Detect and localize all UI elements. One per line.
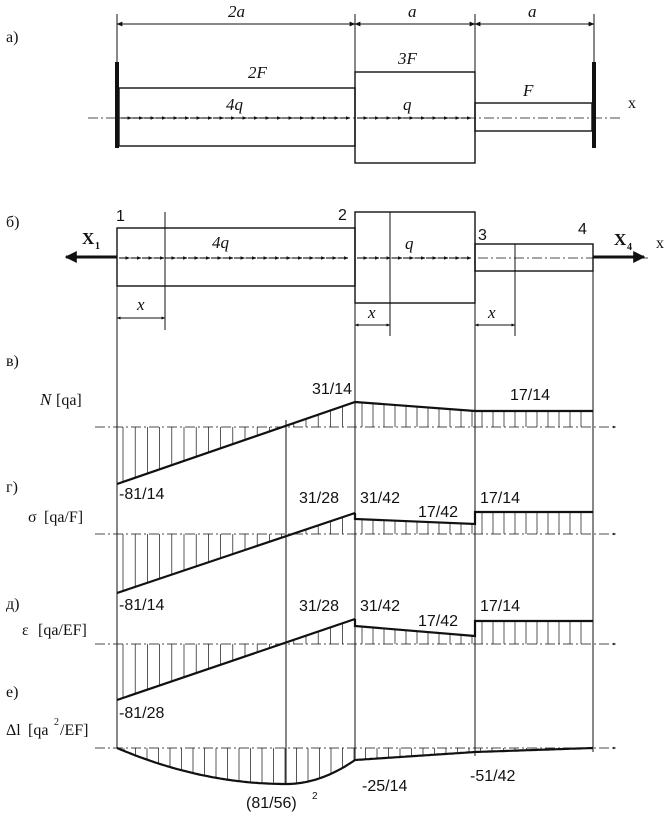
diagram-dl-value-node2: -25/14 [362, 778, 407, 795]
diagram-delta-l: е) Δl [qa 2 /EF] (81/56) 2 -25/14 -51/42 [6, 684, 617, 812]
node-4-label: 4 [578, 221, 587, 238]
part-e-label: е) [6, 684, 18, 701]
diagram-epsilon-value-s2-end: 17/42 [418, 613, 458, 630]
diagram-dl-unit-pre: [qa [28, 722, 48, 739]
area-label-3F: 3F [397, 49, 418, 68]
reaction-x1-label: X [82, 229, 95, 248]
diagram-N-value-peak: 31/14 [312, 381, 352, 398]
diagram-sigma-name: σ [28, 509, 37, 526]
node-2-label: 2 [338, 207, 347, 224]
dim-label-2a: 2a [228, 2, 245, 21]
diagram-sigma-value-s2-start: 31/42 [360, 490, 400, 507]
diagram-epsilon-unit: [qa/EF] [38, 622, 87, 639]
segment-F [474, 102, 593, 132]
diagram-epsilon: д) ε [qa/EF] -81/28 31/28 31/42 17/42 17… [6, 596, 617, 722]
part-b-label: б) [6, 214, 19, 231]
dim-label-a1: a [408, 2, 417, 21]
diagram-sigma: г) σ [qa/F] -81/14 31/28 31/42 17/42 17/… [6, 479, 617, 614]
reaction-x1-sub: 1 [95, 241, 100, 252]
diagram-dl-name: Δl [6, 722, 21, 739]
diagram-epsilon-seg23 [353, 619, 593, 638]
diagram-N-hatch [122, 402, 582, 482]
diagram-N-name: N [39, 390, 53, 409]
node-3-label: 3 [478, 227, 487, 244]
local-x-label-2: x [367, 303, 376, 322]
diagram-dl-value-min: (81/56) [246, 795, 297, 812]
part-a-label: а) [6, 29, 18, 46]
part-b-free-body: б) 1 2 3 4 x X 1 X 4 4q q x x x [6, 207, 664, 336]
node-1-label: 1 [116, 208, 125, 225]
diagram-dl-unit-sup: 2 [54, 717, 59, 728]
reference-lines [116, 271, 594, 784]
diagram-N-value-start: -81/14 [119, 486, 164, 503]
part-g-label: г) [6, 479, 18, 496]
reaction-x4-label: X [614, 230, 627, 249]
diagram-epsilon-name: ε [22, 622, 29, 639]
diagram-N-value-end: 17/14 [510, 387, 550, 404]
diagram-epsilon-value-s2-start: 31/42 [360, 598, 400, 615]
fb-segment-3 [474, 243, 594, 272]
diagram-N-unit: [qa] [56, 392, 82, 409]
diagram-sigma-value-s1-end: 31/28 [299, 490, 339, 507]
diagram-sigma-value-start: -81/14 [119, 597, 164, 614]
diagram-epsilon-hatch [122, 621, 582, 698]
part-d-label: д) [6, 596, 19, 613]
area-label-F: F [522, 81, 534, 100]
diagram-epsilon-value-s3: 17/14 [480, 598, 520, 615]
part-v-label: в) [6, 353, 19, 370]
diagram-epsilon-value-start: -81/28 [119, 705, 164, 722]
diagram-sigma-hatch [122, 512, 582, 591]
diagram-dl-curve [116, 746, 594, 786]
axis-x-label-a: x [628, 95, 636, 112]
load-label-q-a: q [403, 95, 412, 114]
diagram-sigma-value-s2-end: 17/42 [418, 504, 458, 521]
area-label-2F: 2F [248, 63, 268, 82]
load-label-4q-a: 4q [226, 95, 244, 114]
diagram-dl-unit-post: /EF] [60, 722, 88, 739]
diagram-N-curve [116, 400, 593, 486]
diagram-sigma-seg1 [116, 511, 356, 595]
diagram-epsilon-seg1 [116, 617, 356, 702]
local-x-label-1: x [136, 295, 145, 314]
fb-segment-1 [116, 227, 356, 287]
diagram-N: в) N [qa] -81/14 31/14 17/14 [6, 353, 617, 503]
axis-x-label-b: x [656, 235, 664, 252]
diagram-dl-hatch [123, 748, 585, 784]
diagram-dl-value-node3: -51/42 [470, 768, 515, 785]
diagram-dl-value-min-sup: 2 [312, 791, 318, 802]
load-label-q-b: q [405, 234, 414, 253]
dim-label-a2: a [528, 2, 537, 21]
diagram-sigma-seg23 [353, 510, 593, 526]
diagram-sigma-value-s3: 17/14 [480, 490, 520, 507]
part-a-scheme: а) 2a a a 2F 3F F x 4q q [6, 2, 636, 164]
local-x-label-3: x [487, 303, 496, 322]
diagram-sigma-unit: [qa/F] [44, 509, 83, 526]
load-label-4q-b: 4q [212, 233, 230, 252]
reaction-x4-sub: 4 [627, 242, 632, 253]
diagram-epsilon-value-s1-end: 31/28 [299, 598, 339, 615]
